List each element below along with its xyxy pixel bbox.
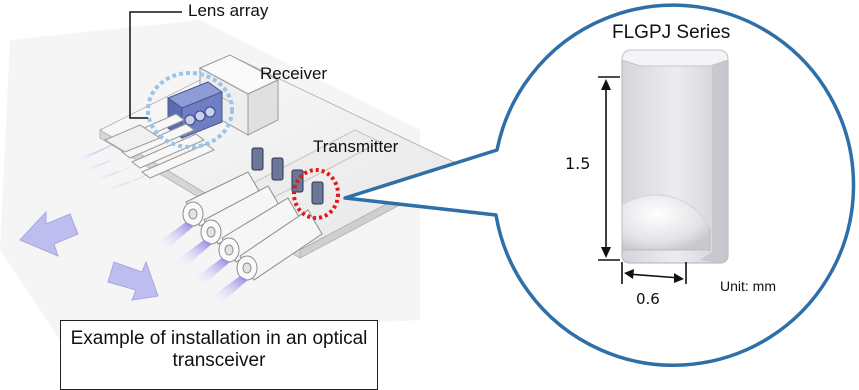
transmitter-fibers [182, 171, 323, 281]
transmitter-highlight [292, 168, 340, 220]
height-dimension-line [598, 76, 620, 261]
caption-text: Example of installation in an optical tr… [70, 328, 368, 371]
receiver-fibers [103, 113, 215, 179]
transmitter-beams [156, 222, 248, 304]
receiver-label: Receiver [260, 64, 328, 83]
incoming-light-arrow [19, 210, 79, 257]
transmitter-label: Transmitter [313, 137, 399, 156]
caption-box: Example of installation in an optical tr… [60, 320, 378, 390]
detail-callout-bubble [343, 3, 856, 367]
width-dimension-line [621, 262, 687, 284]
flgpj-component-drawing [621, 49, 729, 264]
height-dimension-value: 1.5 [565, 154, 591, 173]
width-dimension-value: 0.6 [636, 290, 660, 308]
unit-label: Unit: mm [720, 278, 776, 294]
lens-array-leader [129, 11, 182, 119]
lens-array-label: Lens array [188, 1, 269, 20]
outgoing-light-arrow [107, 260, 159, 301]
lens-array-highlight [146, 71, 234, 149]
series-title: FLGPJ Series [612, 22, 731, 43]
transmitter-packages [251, 147, 324, 205]
receiver-beams [70, 143, 150, 192]
